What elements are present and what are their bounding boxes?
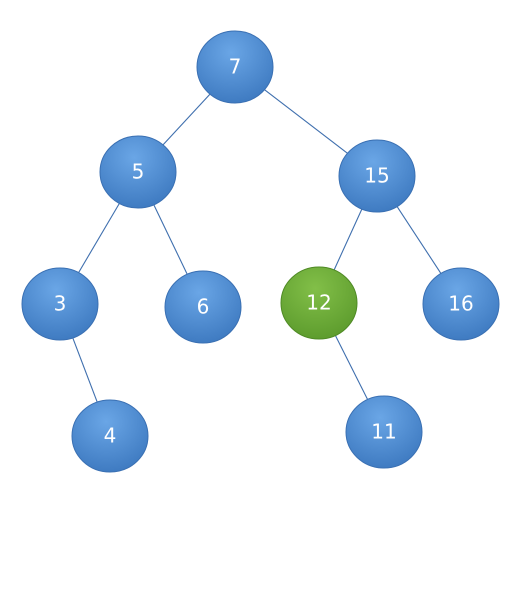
node-label: 5 (132, 160, 145, 184)
node-circle (345, 395, 423, 469)
node-label: 3 (54, 292, 67, 316)
node-label: 6 (197, 295, 210, 319)
tree-node-15: 15 (338, 139, 416, 213)
tree-node-7: 7 (196, 30, 274, 104)
node-label: 12 (306, 291, 331, 315)
tree-node-5: 5 (99, 135, 177, 209)
highlighted-node-circle (280, 266, 358, 340)
node-circle (21, 267, 99, 341)
tree-node-6: 6 (164, 270, 242, 344)
edge-n15-n12 (333, 208, 363, 271)
edge-n12-n11 (334, 335, 369, 400)
node-label: 15 (364, 164, 389, 188)
node-circle (99, 135, 177, 209)
edge-n5-n6 (153, 204, 188, 275)
tree-node-4: 4 (71, 399, 149, 473)
node-circle (196, 30, 274, 104)
node-label: 7 (229, 55, 242, 79)
tree-edges (72, 89, 442, 403)
edge-n3-n4 (72, 337, 98, 403)
node-label: 11 (371, 420, 396, 444)
edge-n5-n3 (78, 203, 120, 273)
tree-nodes: 7 5 15 3 6 12 16 4 11 (21, 30, 500, 473)
tree-node-3: 3 (21, 267, 99, 341)
node-circle (164, 270, 242, 344)
node-circle (338, 139, 416, 213)
node-label: 16 (448, 292, 473, 316)
tree-node-16: 16 (422, 267, 500, 341)
edge-n7-n5 (162, 93, 211, 146)
tree-node-11: 11 (345, 395, 423, 469)
edge-n7-n15 (264, 89, 348, 154)
edge-n15-n16 (396, 206, 442, 274)
node-label: 4 (104, 424, 117, 448)
node-circle (422, 267, 500, 341)
node-circle (71, 399, 149, 473)
tree-node-12: 12 (280, 266, 358, 340)
